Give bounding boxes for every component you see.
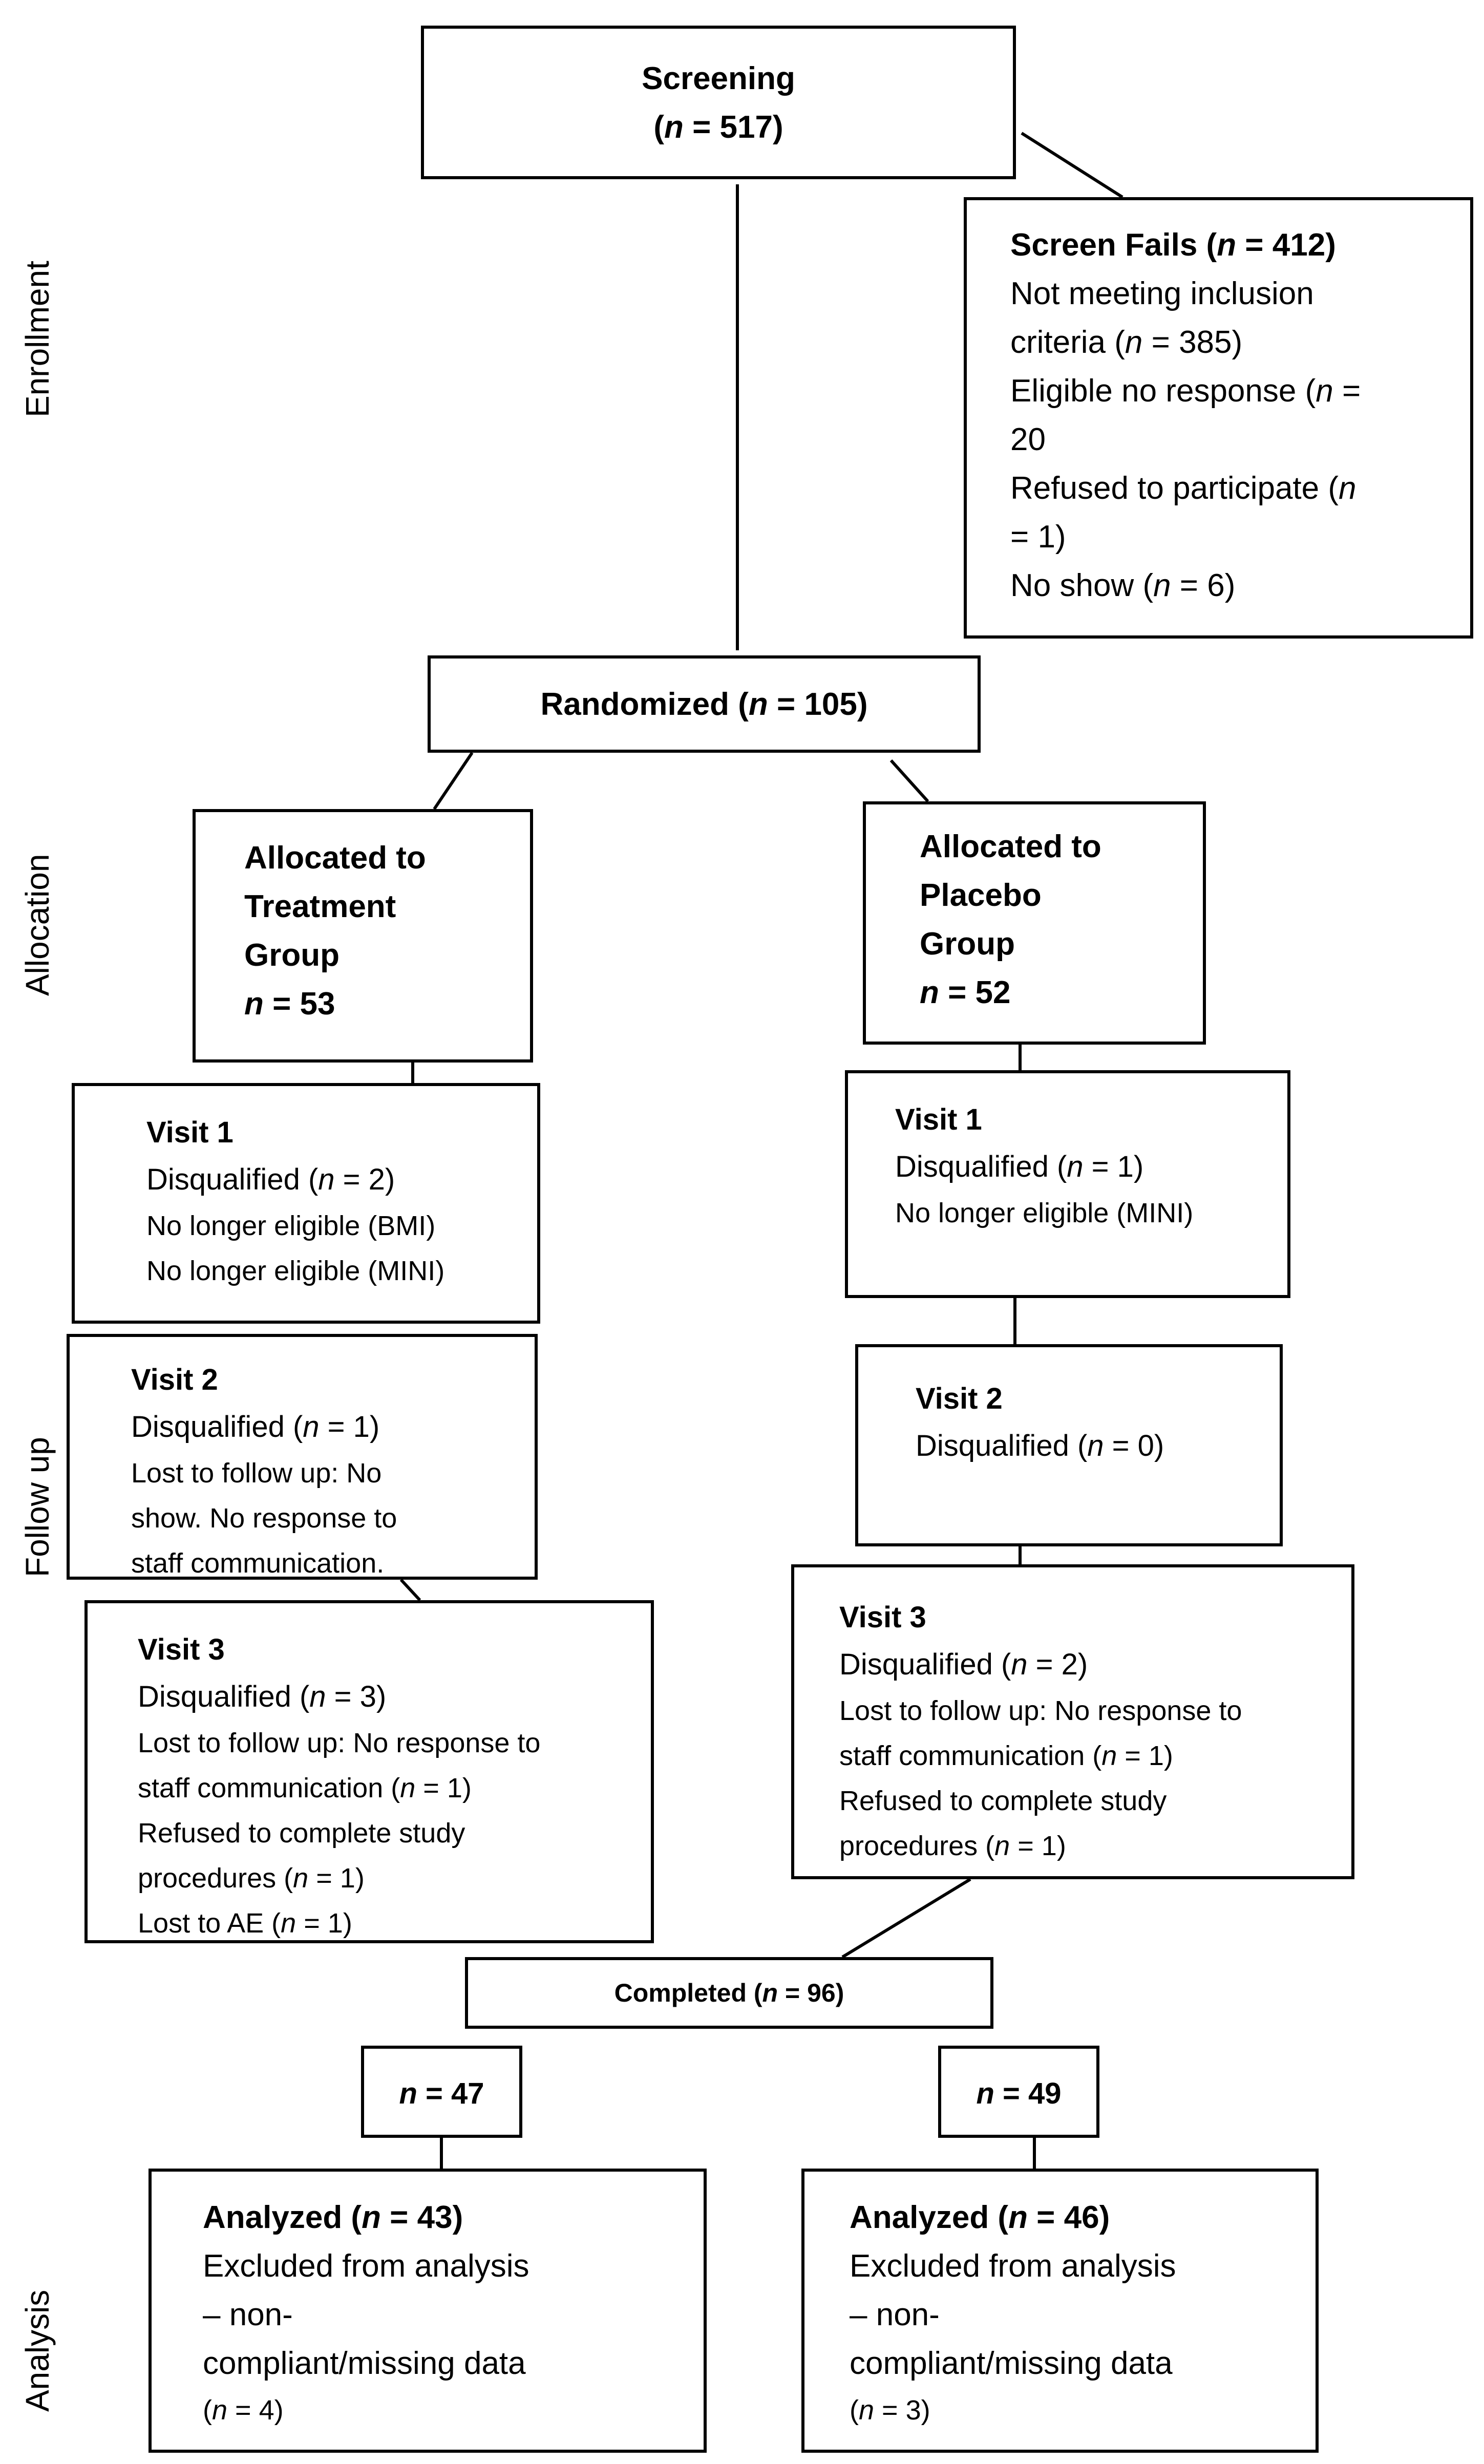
treatment-completed-count: n = 47 [399,2077,484,2110]
disqualification-reason: staff communication (n = 1) [839,1740,1173,1771]
screening-label: Screening [642,61,795,96]
excluded-line: compliant/missing data [850,2346,1173,2381]
disqualification-reason: procedures (n = 1) [138,1863,365,1894]
disqualification-reason: No longer eligible (MINI) [146,1256,445,1286]
allocation-line: Group [244,938,340,973]
visit-title: Visit 3 [839,1601,926,1634]
stage-label-allocation: Allocation [19,854,56,996]
allocation-line: Treatment [244,889,396,924]
treatment-visit2-box: Visit 2 Disqualified (n = 1) Lost to fol… [67,1334,538,1580]
disqualified-count: Disqualified (n = 1) [895,1150,1144,1183]
allocation-count: n = 53 [244,986,335,1022]
placebo-visit2-box: Visit 2 Disqualified (n = 0) [855,1344,1283,1546]
screen-fail-reason: = 1) [1010,519,1066,555]
treatment-visit3-box: Visit 3 Disqualified (n = 3) Lost to fol… [84,1600,654,1943]
placebo-visit1-box: Visit 1 Disqualified (n = 1) No longer e… [845,1070,1290,1298]
disqualification-reason: Refused to complete study [839,1786,1167,1816]
screen-fail-reason: 20 [1010,422,1046,457]
visit-title: Visit 3 [138,1633,225,1666]
allocation-line: Allocated to [244,840,426,876]
disqualification-reason: No longer eligible (BMI) [146,1210,436,1241]
visit-title: Visit 1 [146,1116,234,1149]
disqualified-count: Disqualified (n = 3) [138,1680,387,1713]
disqualified-count: Disqualified (n = 1) [131,1410,380,1443]
excluded-line: – non- [850,2297,940,2332]
visit-title: Visit 2 [916,1382,1003,1415]
screen-fail-reason: Refused to participate (n [1010,471,1356,506]
completed-box: Completed (n = 96) [465,1957,993,2029]
allocation-line: Placebo [920,878,1042,913]
disqualified-count: Disqualified (n = 2) [146,1163,395,1196]
screen-fails-box: Screen Fails (n = 412) Not meeting inclu… [964,197,1473,639]
placebo-completed-count: n = 49 [976,2077,1062,2110]
treatment-analyzed-box: Analyzed (n = 43) Excluded from analysis… [149,2169,707,2453]
stage-label-follow-up: Follow up [19,1437,56,1577]
disqualification-reason: staff communication. [131,1548,385,1579]
stage-label-enrollment: Enrollment [19,261,56,417]
randomized-label: Randomized (n = 105) [540,687,868,722]
excluded-line: – non- [203,2297,293,2332]
allocation-count: n = 52 [920,975,1011,1010]
screen-fail-reason: Eligible no response (n = [1010,373,1361,409]
allocation-line: Allocated to [920,829,1101,864]
completed-label: Completed (n = 96) [614,1979,844,2007]
stage-label-analysis: Analysis [19,2289,56,2412]
disqualification-reason: No longer eligible (MINI) [895,1198,1194,1228]
treatment-visit1-box: Visit 1 Disqualified (n = 2) No longer e… [72,1083,540,1324]
visit-title: Visit 2 [131,1363,218,1396]
disqualification-reason: Lost to follow up: No response to [138,1728,541,1758]
allocation-line: Group [920,926,1015,962]
excluded-count: (n = 3) [850,2395,930,2426]
disqualification-reason: staff communication (n = 1) [138,1773,472,1803]
disqualification-reason: procedures (n = 1) [839,1831,1066,1861]
excluded-count: (n = 4) [203,2395,284,2426]
screen-fail-reason: Not meeting inclusion [1010,276,1314,311]
screen-fail-reason: No show (n = 6) [1010,568,1236,603]
placebo-visit3-box: Visit 3 Disqualified (n = 2) Lost to fol… [791,1564,1354,1879]
disqualification-reason: Lost to AE (n = 1) [138,1908,352,1939]
screening-count: (n = 517) [653,110,783,145]
randomized-box: Randomized (n = 105) [428,655,981,753]
disqualified-count: Disqualified (n = 0) [916,1429,1164,1462]
screening-box: Screening (n = 517) [421,26,1016,179]
disqualification-reason: Lost to follow up: No response to [839,1695,1242,1726]
placebo-allocation-box: Allocated to Placebo Group n = 52 [863,801,1206,1045]
disqualification-reason: Refused to complete study [138,1818,465,1849]
disqualification-reason: show. No response to [131,1503,397,1534]
screen-fail-reason: criteria (n = 385) [1010,325,1243,360]
placebo-analyzed-box: Analyzed (n = 46) Excluded from analysis… [801,2169,1319,2453]
excluded-line: Excluded from analysis [203,2248,529,2284]
disqualified-count: Disqualified (n = 2) [839,1648,1088,1681]
treatment-completed-count-box: n = 47 [361,2046,522,2138]
analyzed-count: Analyzed (n = 46) [850,2200,1110,2235]
disqualification-reason: Lost to follow up: No [131,1458,382,1489]
visit-title: Visit 1 [895,1103,982,1136]
analyzed-count: Analyzed (n = 43) [203,2200,463,2235]
treatment-allocation-box: Allocated to Treatment Group n = 53 [193,809,533,1063]
excluded-line: Excluded from analysis [850,2248,1176,2284]
screen-fails-title: Screen Fails (n = 412) [1010,227,1336,263]
excluded-line: compliant/missing data [203,2346,526,2381]
placebo-completed-count-box: n = 49 [938,2046,1099,2138]
